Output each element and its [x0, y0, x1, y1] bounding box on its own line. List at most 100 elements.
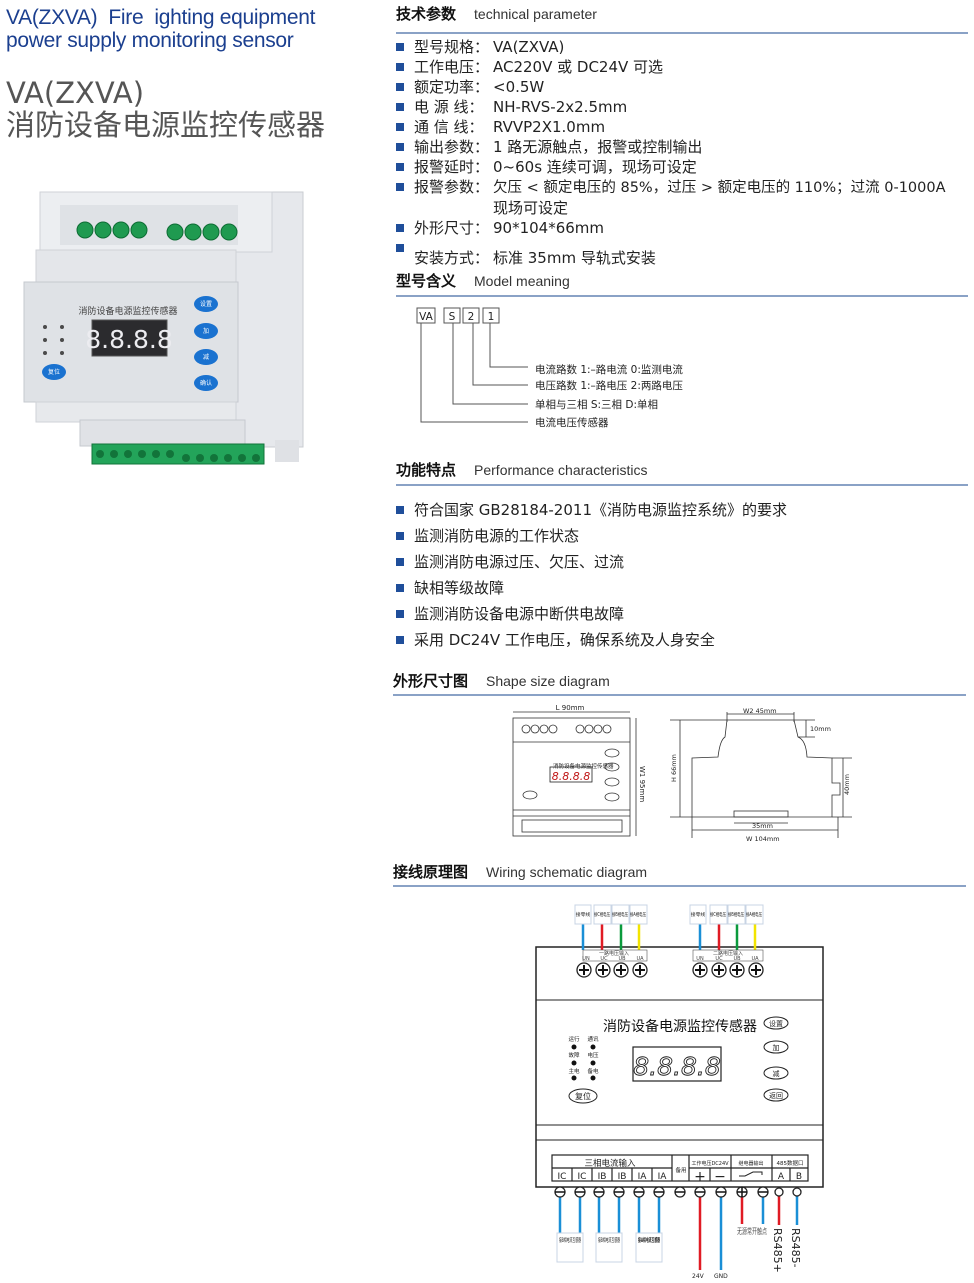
power-label-24v: 24V: [692, 1273, 705, 1280]
terminal-label: UB: [733, 956, 741, 962]
heading-en: Performance characteristics: [474, 462, 648, 478]
header-spare: 备用: [675, 1166, 686, 1174]
section-wiring-heading: 接线原理图 Wiring schematic diagram: [393, 861, 647, 882]
terminal-label: B: [796, 1172, 802, 1182]
heading-en: Shape size diagram: [486, 673, 610, 689]
dim-W2: W2 45mm: [743, 707, 777, 715]
panel-display: 8.8.8.8: [633, 1052, 720, 1081]
list-item: 外形尺寸：90*104*66mm: [396, 218, 946, 238]
wire-label: 接B相电压: [728, 911, 744, 918]
model-code: 2: [468, 311, 475, 323]
divider: [393, 885, 966, 887]
dim-rail: 35mm: [752, 822, 773, 830]
wire-label: 接零线: [691, 911, 706, 918]
header-relay: 继电器输出: [738, 1160, 763, 1167]
terminal-label: UA: [636, 956, 644, 962]
dim-side: 40mm: [843, 774, 851, 795]
list-item: 监测消防设备电源中断供电故障: [396, 604, 787, 630]
heading-cn: 技术参数: [396, 5, 457, 23]
rs485-minus-label: RS485-: [789, 1228, 802, 1268]
english-title-line1: VA(ZXVA) Fire ighting equipment: [6, 6, 316, 29]
heading-cn: 型号含义: [396, 272, 457, 290]
divider: [396, 484, 968, 486]
list-item: 通 信 线：RVVP2X1.0mm: [396, 117, 946, 137]
list-item: 额定功率：<0.5W: [396, 77, 946, 97]
photo-display: 8.8.8.8: [85, 325, 172, 354]
list-item: 报警参数：欠压 < 额定电压的 85%，过压 > 额定电压的 110%；过流 0…: [396, 177, 946, 198]
panel-title: 消防设备电源监控传感器: [603, 1018, 757, 1035]
model-code: 1: [488, 311, 495, 323]
terminal-label: IB: [618, 1172, 627, 1182]
relay-label: 无源常开触点: [737, 1226, 767, 1236]
photo-panel-title: 消防设备电源监控传感器: [78, 305, 177, 317]
product-photo: 消防设备电源监控传感器 8.8.8.8 设置 加 减 确认 复位: [23, 191, 304, 465]
terminal-label: IC: [558, 1172, 567, 1182]
dim-L: L 90mm: [556, 704, 585, 712]
list-item: 缺相等级故障: [396, 578, 787, 604]
terminal-label: A: [778, 1172, 785, 1182]
dim-W: W 104mm: [746, 835, 780, 843]
heading-en: Wiring schematic diagram: [486, 864, 648, 880]
terminal-label: UC: [600, 956, 608, 962]
wire-label: 接A相电压: [630, 911, 646, 918]
reset-label: 复位: [575, 1091, 591, 1101]
wire-label: 接C相电压: [710, 911, 726, 918]
button-label: 减: [773, 1069, 780, 1078]
divider: [393, 694, 966, 696]
tech-param-list: 型号规格：VA(ZXVA) 工作电压：AC220V 或 DC24V 可选 额定功…: [396, 37, 946, 268]
button-label: 设置: [769, 1019, 783, 1028]
terminal-label: UN: [696, 956, 704, 962]
model-meaning-diagram: VA S 2 1 电流路数 1:–路电流 0:监测电流 电压路数 1:–路电压 …: [416, 307, 683, 429]
heading-cn: 接线原理图: [393, 863, 469, 881]
list-item: 监测消防电源的工作状态: [396, 526, 787, 552]
power-label-gnd: GND: [714, 1273, 728, 1280]
chinese-title: 消防设备电源监控传感器: [6, 108, 326, 142]
front-panel-title: 消防设备电源监控传感器: [553, 762, 614, 770]
relay-symbol: [739, 1171, 763, 1177]
terminal-label: IA: [658, 1172, 668, 1182]
heading-cn: 外形尺寸图: [393, 672, 469, 690]
heading-en: Model meaning: [474, 273, 570, 289]
photo-button-label: 加: [203, 327, 209, 335]
model-code: S: [449, 311, 456, 323]
indicator-label: 备电: [587, 1067, 599, 1075]
dim-H: H 66mm: [670, 754, 678, 782]
indicator-label: 通讯: [587, 1035, 599, 1043]
model-explanation: 电压路数 1:–路电压 2:两路电压: [535, 379, 683, 392]
indicator-label: 电压: [587, 1051, 599, 1059]
english-title-line2: power supply monitoring sensor: [6, 29, 294, 52]
list-item: 工作电压：AC220V 或 DC24V 可选: [396, 57, 946, 77]
list-item: 监测消防电源过压、欠压、过流: [396, 552, 787, 578]
indicator-label: 主电: [568, 1067, 580, 1075]
wire-label: 接C相电压: [594, 911, 610, 918]
terminal-block-label: 一路电压输入: [599, 950, 629, 957]
header-current-input: 三相电流输入: [584, 1158, 636, 1169]
terminal-label: IB: [598, 1172, 607, 1182]
list-item: 报警延时：0~60s 连续可调，现场可设定: [396, 157, 946, 177]
heading-cn: 功能特点: [396, 461, 457, 479]
model-explanation: 电流电压传感器: [535, 416, 609, 429]
indicator-label: 运行: [568, 1035, 580, 1043]
wiring-diagram: 接零线 接C相电压 接B相电压 接A相电压 接零线 接C相电压 接B相电压 接A…: [535, 904, 824, 1280]
terminal-label: UC: [715, 956, 723, 962]
ct-label: 接A相电流互感器: [638, 1236, 660, 1244]
model-explanation: 单相与三相 S:三相 D:单相: [535, 398, 658, 411]
front-view-drawing: [512, 711, 637, 837]
dim-top-step: 10mm: [810, 725, 831, 733]
feature-list: 符合国家 GB28184-2011《消防电源监控系统》的要求 监测消防电源的工作…: [396, 500, 787, 656]
terminal-label: −: [714, 1169, 726, 1185]
model-explanation: 电流路数 1:–路电流 0:监测电流: [535, 363, 683, 376]
terminal-label: UA: [751, 956, 759, 962]
terminal-label: UB: [618, 956, 626, 962]
front-display: 8.8.8.8: [552, 770, 590, 783]
section-tech-heading: 技术参数 technical parameter: [396, 3, 597, 24]
terminal-label: UN: [582, 956, 590, 962]
photo-button-label: 确认: [200, 379, 212, 387]
terminal-label: IA: [638, 1172, 648, 1182]
list-item: 电 源 线：NH-RVS-2x2.5mm: [396, 97, 946, 117]
ct-label: 接B相电流互感器: [559, 1236, 581, 1244]
terminal-block-label: 二路电压输入: [713, 950, 743, 957]
photo-button-label: 减: [203, 353, 209, 361]
list-item: 采用 DC24V 工作电压，确保系统及人身安全: [396, 630, 787, 656]
